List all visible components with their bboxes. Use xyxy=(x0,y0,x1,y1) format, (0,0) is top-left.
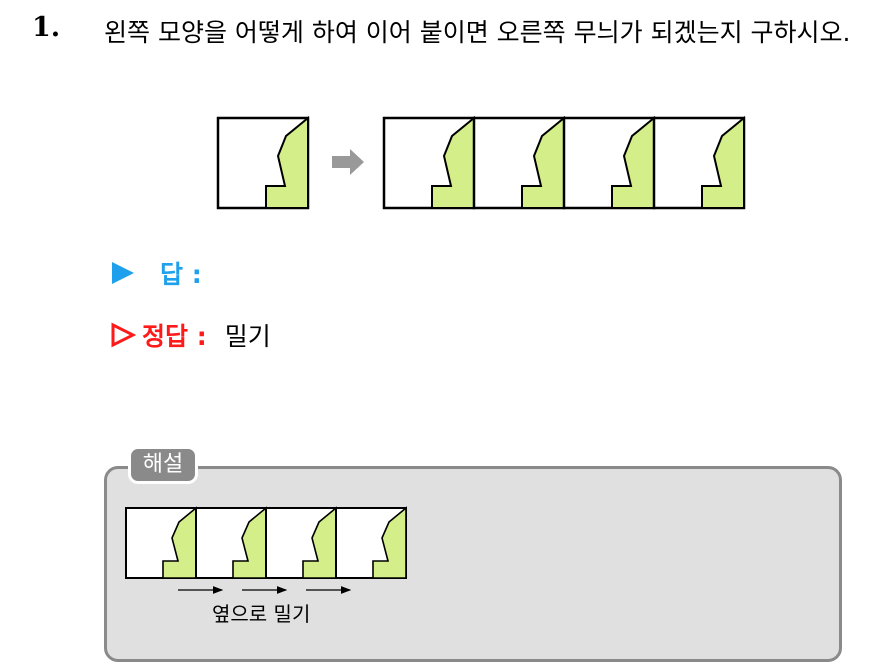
outline-triangle-icon xyxy=(111,322,136,348)
explanation-panel xyxy=(104,466,842,662)
explanation-tile xyxy=(265,507,337,579)
answer-row: 답 : xyxy=(110,255,220,291)
explanation-caption: 옆으로 밀기 xyxy=(212,602,311,626)
problem-figure xyxy=(216,116,746,210)
explanation-tile xyxy=(195,507,267,579)
explanation-tile xyxy=(125,507,197,579)
question-number: 1. xyxy=(32,12,61,43)
answer-label: 답 : xyxy=(160,260,202,289)
explanation-tile xyxy=(335,507,407,579)
right-arrow-icon xyxy=(332,149,364,175)
question-text: 왼쪽 모양을 어떻게 하여 이어 붙이면 오른쪽 무늬가 되겠는지 구하시오. xyxy=(104,18,851,47)
correct-answer-label: 정답 : xyxy=(142,322,207,351)
filled-triangle-icon xyxy=(112,262,134,284)
explanation-tab: 해설 xyxy=(128,446,198,484)
correct-answer-value: 밀기 xyxy=(224,322,271,351)
correct-answer-row: 정답 : 밀기 xyxy=(110,317,271,353)
